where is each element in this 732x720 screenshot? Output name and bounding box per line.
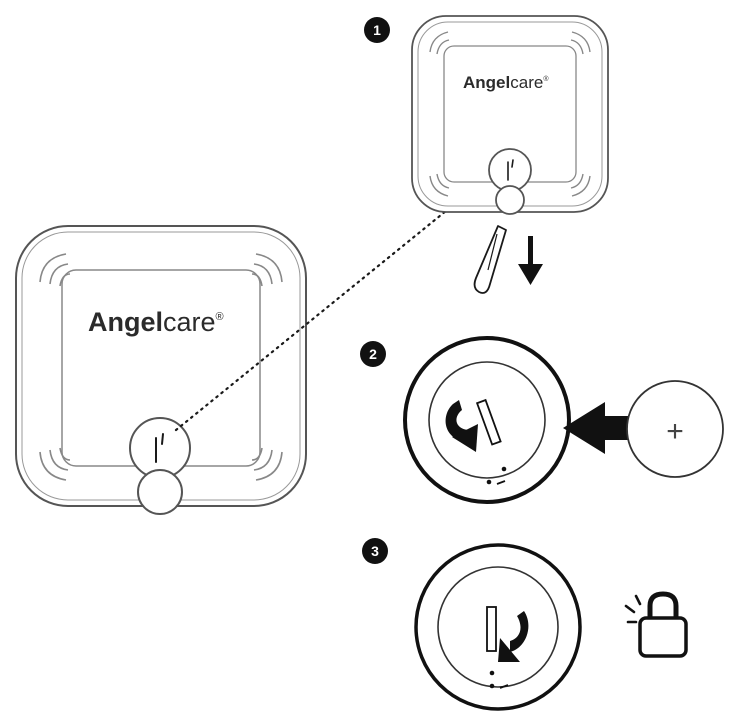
arrow-left-icon	[563, 402, 634, 454]
step-2-badge	[360, 341, 386, 367]
step-3: 3	[362, 538, 688, 711]
step-1-badge	[364, 17, 390, 43]
arrow-down-icon	[518, 236, 543, 285]
lock-icon	[624, 591, 688, 658]
sensor-pad-small: Angelcare®	[411, 15, 609, 215]
battery-polarity-label: +	[666, 415, 684, 448]
step-1: 1 Angelcare®	[364, 15, 609, 294]
step-1-number: 1	[373, 22, 381, 38]
step-3-badge	[362, 538, 388, 564]
battery-door-open	[403, 336, 571, 504]
door-key-tool	[473, 225, 507, 294]
rotate-clockwise-icon	[498, 611, 529, 662]
step-3-number: 3	[371, 543, 379, 559]
step-2-number: 2	[369, 346, 377, 362]
brand-logo-small: Angelcare®	[463, 73, 549, 92]
rotate-counterclockwise-icon	[445, 400, 478, 452]
coin-battery: +	[626, 380, 724, 478]
brand-logo-large: Angelcare®	[88, 307, 224, 337]
step-2: 2 +	[360, 336, 724, 504]
sensor-pad-large: Angelcare®	[15, 225, 307, 515]
battery-door-closed	[414, 543, 582, 711]
signal-arcs	[39, 253, 283, 481]
